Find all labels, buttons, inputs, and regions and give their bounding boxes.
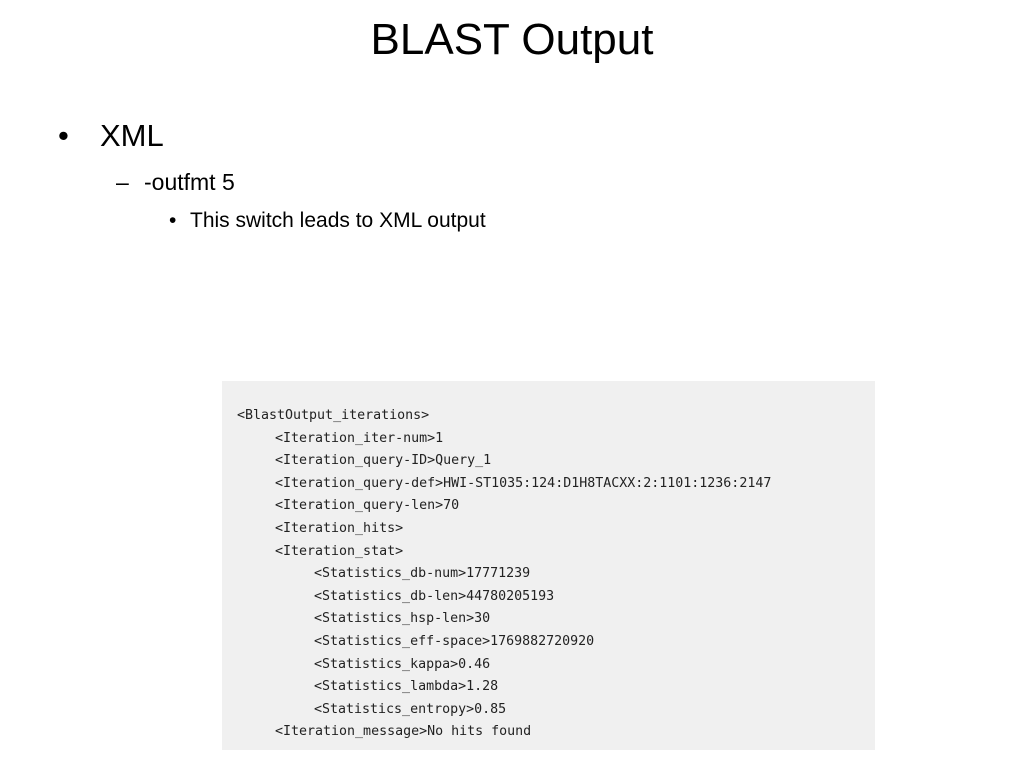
code-line: <Iteration_iter-num>1 bbox=[275, 430, 444, 446]
code-line: <Iteration_hits> bbox=[275, 520, 404, 536]
sub-bullet-outfmt-text: -outfmt 5 bbox=[144, 169, 235, 195]
code-line: <Statistics_db-num>17771239 bbox=[314, 566, 531, 582]
code-line: <Statistics_lambda>1.28 bbox=[314, 679, 499, 695]
code-line: <Statistics_hsp-len>30 bbox=[314, 611, 491, 627]
slide-title: BLAST Output bbox=[370, 15, 654, 64]
code-line: <BlastOutput_iterations> bbox=[237, 408, 430, 423]
code-line: <Statistics_eff-space>1769882720920 bbox=[314, 633, 595, 649]
bullet-xml: • XML bbox=[58, 116, 164, 156]
sub-sub-bullet-switch: • This switch leads to XML output bbox=[169, 207, 486, 235]
dash-icon: – bbox=[116, 169, 129, 195]
sub-sub-bullet-switch-text: This switch leads to XML output bbox=[190, 209, 486, 232]
code-line: <Iteration_stat> bbox=[275, 543, 404, 559]
xml-code-block: <BlastOutput_iterations> <Iteration_iter… bbox=[222, 381, 875, 750]
code-line: <Iteration_query-ID>Query_1 bbox=[275, 453, 492, 469]
bullet-dot-small-icon: • bbox=[169, 209, 177, 232]
code-line: <Iteration_query-def>HWI-ST1035:124:D1H8… bbox=[275, 475, 772, 491]
code-line: <Statistics_kappa>0.46 bbox=[314, 656, 491, 672]
sub-bullet-outfmt: –-outfmt 5 bbox=[116, 166, 235, 198]
code-line: <Iteration_query-len>70 bbox=[275, 498, 460, 514]
bullet-dot-icon: • bbox=[58, 118, 69, 153]
code-line: <Statistics_entropy>0.85 bbox=[314, 701, 507, 717]
code-line: <Statistics_db-len>44780205193 bbox=[314, 588, 555, 604]
bullet-xml-text: XML bbox=[100, 118, 164, 153]
code-line: <Iteration_message>No hits found bbox=[275, 724, 532, 740]
